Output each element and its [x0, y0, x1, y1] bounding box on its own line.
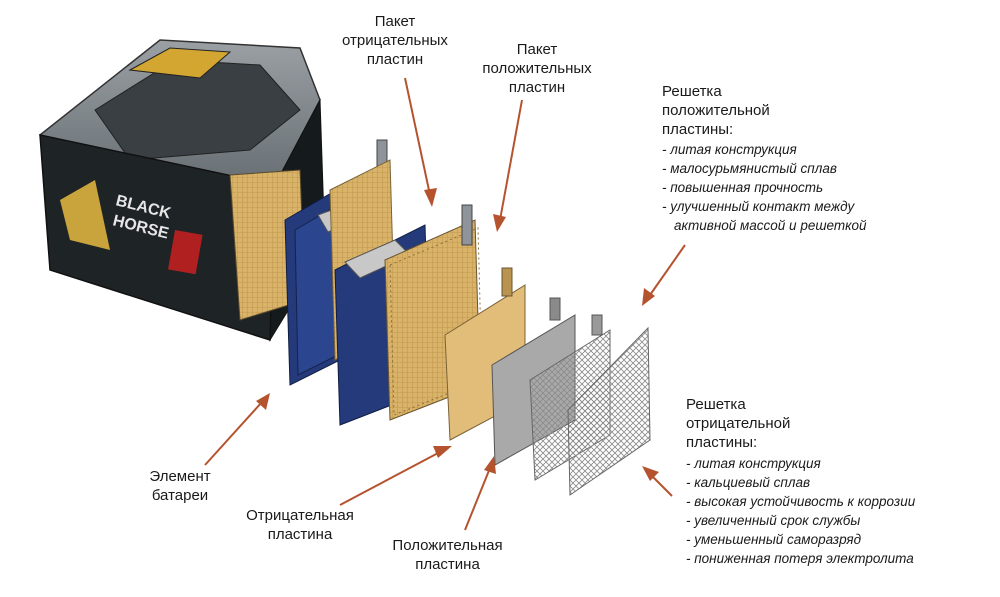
feature-item: - улучшенный контакт между [662, 199, 855, 214]
label-positive-pack: Пакет положительных пластин [482, 41, 592, 96]
horse-logo-icon [60, 180, 110, 250]
label-positive-plate: Положительная пластина [392, 537, 503, 573]
arrow-neg-grid [642, 466, 673, 497]
feature-item: - литая конструкция [686, 456, 821, 471]
feature-item: - кальциевый сплав [686, 475, 811, 490]
positive-grid-features: - литая конструкция - малосурьмянистый с… [662, 140, 982, 235]
label-negative-grid-title: Решетка отрицательной пластины: [686, 396, 791, 451]
negative-grid-features: - литая конструкция - кальциевый сплав -… [686, 454, 986, 568]
arrow-neg-plate [339, 446, 452, 506]
battery-case: BLACK HORSE [39, 39, 326, 342]
negative-grid [567, 326, 651, 496]
feature-item: - малосурьмянистый сплав [662, 161, 837, 176]
feature-item: - высокая устойчивость к коррозии [686, 494, 916, 509]
label-positive-grid-title: Решетка положительной пластины: [662, 83, 770, 138]
label-negative-plate: Отрицательная пластина [246, 507, 354, 543]
label-element: Элемент батареи [149, 468, 211, 504]
warning-sticker [168, 229, 203, 275]
arrow-pos-plate [464, 456, 496, 531]
arrow-pos-grid [642, 244, 686, 306]
feature-item: - увеличенный срок службы [686, 513, 861, 528]
arrow-element [204, 393, 270, 466]
feature-item: активной массой и решеткой [674, 218, 867, 233]
feature-item: - пониженная потеря электролита [686, 551, 914, 566]
arrow-pos-pack [493, 99, 523, 232]
feature-item: - литая конструкция [662, 142, 797, 157]
feature-item: - повышенная прочность [662, 180, 824, 195]
label-negative-pack: Пакет отрицательных пластин [342, 13, 448, 68]
arrow-neg-pack [404, 77, 437, 207]
feature-item: - уменьшенный саморазряд [686, 532, 862, 547]
